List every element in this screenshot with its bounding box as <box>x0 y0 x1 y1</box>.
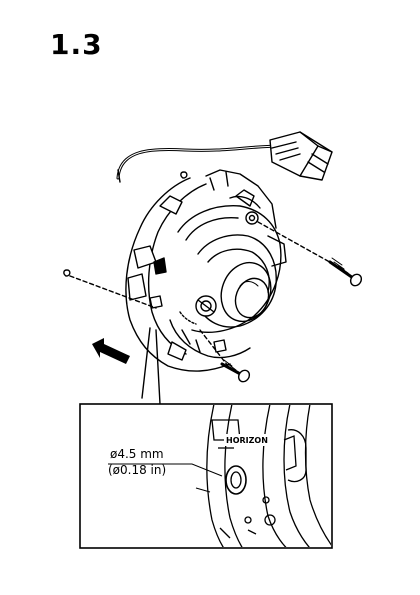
camera-base <box>126 170 286 371</box>
hole-diameter-mm: ø4.5 mm <box>110 447 164 461</box>
callout-line-right <box>156 330 160 404</box>
callout-line-left <box>142 328 150 398</box>
hole-top <box>181 172 187 178</box>
hole-left <box>64 270 70 276</box>
network-cable <box>118 146 282 182</box>
horizon-label: HORIZON <box>226 436 268 445</box>
hole-diameter-in: (ø0.18 in) <box>108 463 166 477</box>
detail-inset: HORIZON ø4.5 mm (ø0.18 in) <box>80 404 340 556</box>
rj45-connector <box>270 132 332 180</box>
alignment-line-bottom <box>200 330 228 366</box>
direction-arrow-icon <box>92 338 130 364</box>
screw-right <box>330 258 364 288</box>
